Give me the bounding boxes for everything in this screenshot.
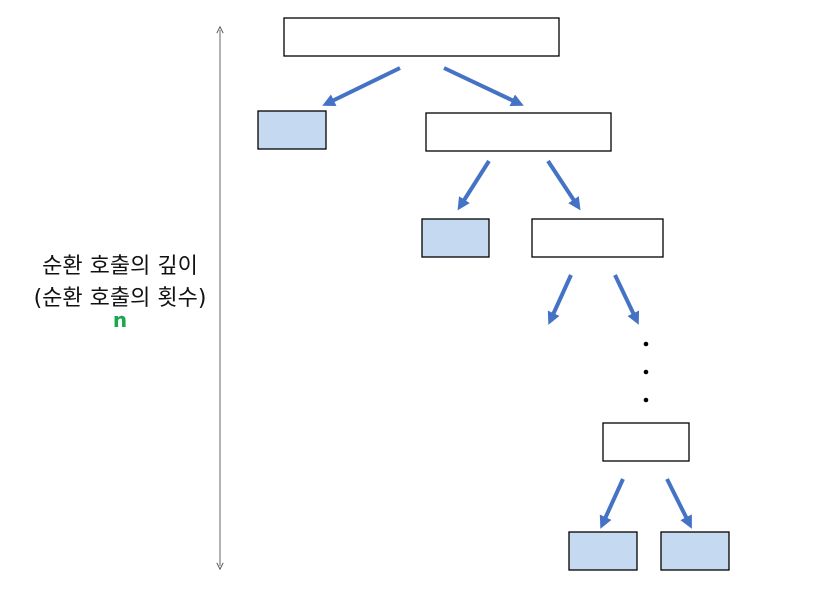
arrow-left-last-level [599, 478, 625, 529]
depth-label: 순환 호출의 깊이 [42, 254, 198, 279]
call-box-level-2 [531, 218, 664, 258]
ellipsis-dot [643, 397, 649, 403]
depth-variable-n: n [112, 308, 128, 332]
call-box-last-level [602, 422, 690, 462]
call-box-level-1 [425, 112, 612, 152]
arrow-right-level-2 [613, 274, 640, 325]
ellipsis-dot [643, 369, 649, 375]
leaf-box-base-right [660, 531, 730, 571]
call-box-level-0 [283, 17, 560, 57]
ellipsis-dot [643, 341, 649, 347]
arrow-right-level-1 [546, 159, 581, 211]
arrow-left-level-1 [457, 159, 491, 211]
leaf-box-level-2 [421, 218, 490, 258]
arrow-left-level-2 [547, 274, 573, 325]
arrow-right-level-0 [443, 66, 524, 107]
leaf-box-level-1 [257, 110, 327, 150]
call-count-label: (순환 호출의 횟수) [33, 286, 207, 311]
arrow-left-level-0 [322, 66, 401, 106]
arrow-right-last-level [665, 478, 692, 529]
leaf-box-base-left [568, 531, 638, 571]
